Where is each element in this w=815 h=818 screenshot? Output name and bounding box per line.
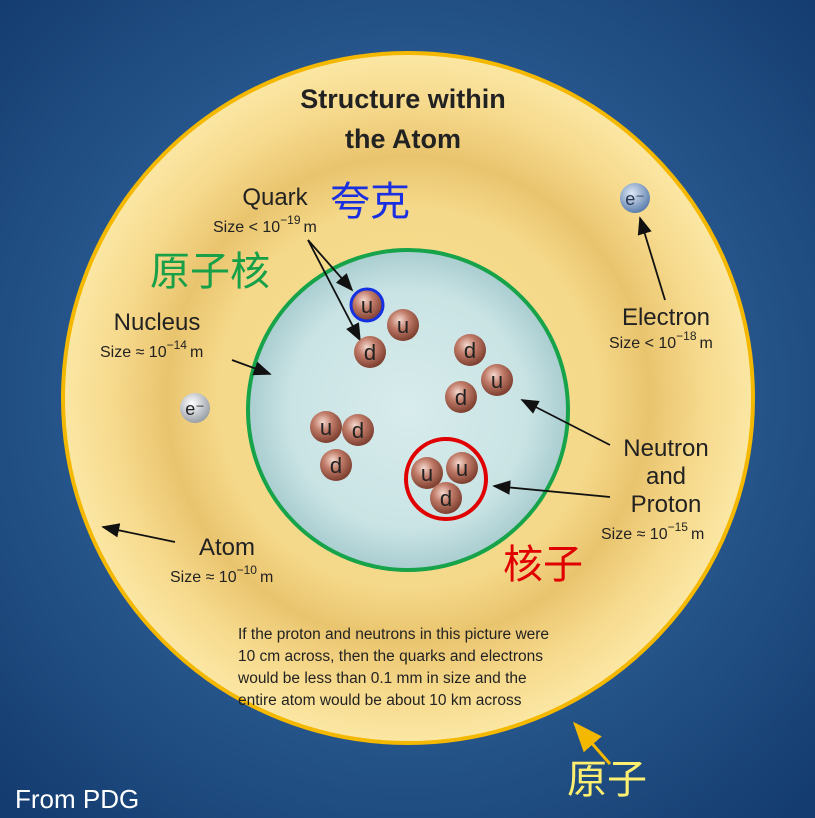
electron-arrow [637, 216, 666, 301]
nucleon-label-1: Neutron [623, 435, 708, 462]
nucleon-label-2: and [646, 463, 686, 490]
nucleon-cjk-label: 核子 [503, 542, 583, 588]
atom-arrow [101, 523, 176, 543]
quark-flavor-label: u [421, 461, 433, 486]
electron-particle [620, 183, 650, 213]
quark-flavor-label: d [330, 453, 342, 478]
note-line-2: 10 cm across, then the quarks and electr… [238, 648, 543, 665]
quark-u [446, 452, 478, 484]
quark-u [351, 289, 383, 321]
quark-flavor-label: u [491, 368, 503, 393]
quark-u [411, 457, 443, 489]
quark-flavor-label: d [464, 338, 476, 363]
quark-u [310, 411, 342, 443]
quark-u [387, 309, 419, 341]
electron-symbol: e⁻ [625, 189, 645, 209]
quark-d [320, 449, 352, 481]
quark-flavor-label: d [455, 385, 467, 410]
note-line-4: entire atom would be about 10 km across [238, 692, 522, 709]
quark-label: Quark [242, 184, 308, 211]
source-credit: From PDG [15, 784, 139, 814]
title-line-1: Structure within [300, 84, 506, 114]
nucleus-cjk-label: 原子核 [150, 249, 270, 295]
proton-arrow [492, 480, 611, 498]
nucleus-circle [246, 248, 570, 572]
electron-particle-2 [180, 393, 210, 423]
nucleus-label: Nucleus [114, 309, 201, 336]
electron-symbol-2: e⁻ [185, 399, 205, 419]
quark-u [481, 364, 513, 396]
title-line-2: the Atom [345, 124, 461, 154]
quark-flavor-label: d [364, 340, 376, 365]
quark-d [354, 336, 386, 368]
atom-cjk-label: 原子 [567, 757, 647, 803]
nucleon-label-3: Proton [631, 491, 702, 518]
quark-d [454, 334, 486, 366]
nucleon-highlight-ring [404, 437, 488, 521]
quark-cjk-label: 夸克 [330, 179, 410, 225]
quark-d [342, 414, 374, 446]
atom-cjk-arrow [573, 721, 612, 765]
neutron-arrow [520, 399, 611, 446]
quark-highlight-ring [349, 287, 385, 323]
quark-flavor-label: u [456, 456, 468, 481]
quark-flavor-label: u [361, 293, 373, 318]
quark-flavor-label: u [397, 313, 409, 338]
quark-d [430, 482, 462, 514]
quark-flavor-label: d [352, 418, 364, 443]
quark-arrow-1 [307, 239, 354, 292]
quark-d [445, 381, 477, 413]
electron-label: Electron [622, 304, 710, 331]
quark-flavor-label: d [440, 486, 452, 511]
quark-flavor-label: u [320, 415, 332, 440]
note-line-1: If the proton and neutrons in this pictu… [238, 626, 549, 643]
nucleus-arrow [231, 359, 272, 376]
quark-arrow-2 [307, 239, 361, 342]
note-line-3: would be less than 0.1 mm in size and th… [237, 670, 527, 687]
atom-label: Atom [199, 534, 255, 561]
